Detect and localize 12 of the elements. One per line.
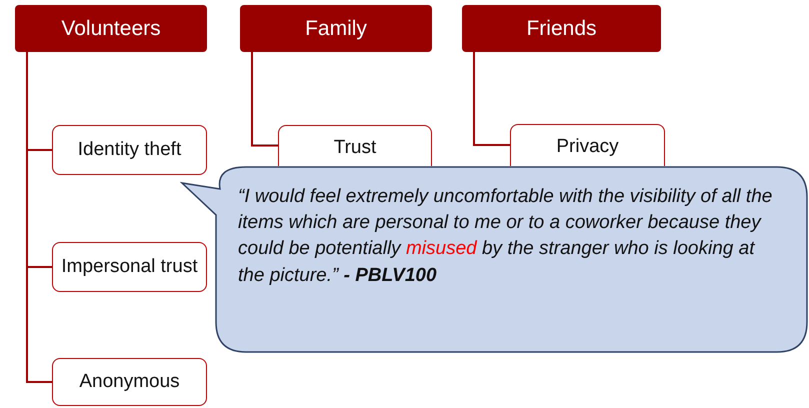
category-header: Volunteers [15, 5, 207, 52]
category-header: Family [240, 5, 432, 52]
connector-line [251, 52, 278, 146]
topic-box: Identity theft [52, 125, 207, 175]
category-header: Friends [462, 5, 661, 52]
topic-box: Privacy [510, 124, 665, 166]
topic-box: Anonymous [52, 358, 207, 406]
topic-box: Trust [278, 125, 432, 166]
connector-line [26, 52, 52, 383]
quote-text: “I would feel extremely uncomfortable with the visibility of all the items which are personal to me or to a coworker because they could be potentially misused by the stranger who is looking at the picture.” - PBLV100 [238, 185, 774, 288]
connector-line [473, 52, 510, 146]
topic-box: Impersonal trust [52, 242, 207, 292]
